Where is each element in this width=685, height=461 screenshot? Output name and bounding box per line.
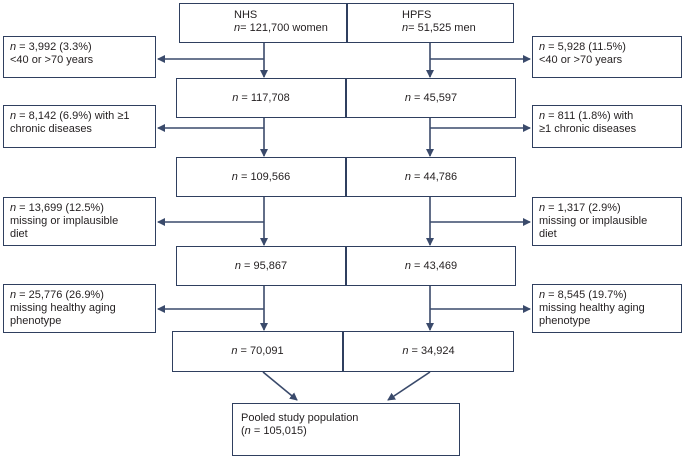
- hpfs-exclusion-box-4: n = 8,545 (19.7%) missing healthy aging …: [532, 284, 682, 333]
- hpfs-remaining-box-1: n = 45,597: [346, 78, 516, 118]
- nhs-exclusion-1-line2: <40 or >70 years: [10, 54, 94, 66]
- hpfs-remaining-2: = 44,786: [410, 170, 458, 183]
- nhs-exclusion-2-line1: = 8,142 (6.9%) with ≥1: [16, 110, 130, 122]
- nhs-exclusion-2-line2: chronic diseases: [10, 123, 92, 135]
- hpfs-exclusion-3-line2: missing or implausible: [539, 215, 648, 227]
- nhs-remaining-box-1: n = 117,708: [176, 78, 346, 118]
- nhs-exclusion-box-2: n = 8,142 (6.9%) with ≥1 chronic disease…: [3, 105, 156, 148]
- pooled-title: Pooled study population: [241, 412, 359, 424]
- nhs-exclusion-3-line1: = 13,699 (12.5%): [16, 202, 104, 214]
- nhs-exclusion-3-line3: diet: [10, 228, 28, 240]
- pooled-population-box: Pooled study population (n = 105,015): [232, 403, 460, 456]
- hpfs-remaining-1: = 45,597: [410, 91, 458, 104]
- hpfs-exclusion-1-line2: <40 or >70 years: [539, 54, 623, 66]
- nhs-remaining-box-2: n = 109,566: [176, 157, 346, 197]
- nhs-exclusion-3-line2: missing or implausible: [10, 215, 119, 227]
- n-symbol: n: [539, 289, 546, 301]
- nhs-exclusion-box-4: n = 25,776 (26.9%) missing healthy aging…: [3, 284, 156, 333]
- hpfs-exclusion-2-line2: ≥1 chronic diseases: [539, 123, 637, 135]
- hpfs-remaining-box-4: n = 34,924: [343, 331, 514, 372]
- n-symbol: n: [402, 345, 409, 357]
- n-symbol: n: [10, 41, 17, 53]
- n-symbol: n: [539, 41, 546, 53]
- hpfs-exclusion-4-line1: = 8,545 (19.7%): [545, 289, 627, 301]
- hpfs-exclusion-box-2: n = 811 (1.8%) with ≥1 chronic diseases: [532, 105, 682, 148]
- nhs-exclusion-4-line3: phenotype: [10, 315, 62, 327]
- n-symbol: n: [10, 289, 17, 301]
- n-symbol: n: [234, 22, 241, 34]
- n-symbol: n: [232, 91, 239, 104]
- hpfs-to-pooled-arrow: [387, 371, 431, 401]
- nhs-cohort-count: = 121,700 women: [240, 22, 328, 34]
- hpfs-exclusion-box-3: n = 1,317 (2.9%) missing or implausible …: [532, 197, 682, 246]
- nhs-to-pooled-arrow: [262, 371, 298, 401]
- hpfs-exclusion-3-line1: = 1,317 (2.9%): [545, 202, 621, 214]
- n-symbol: n: [539, 110, 546, 122]
- hpfs-remaining-3: = 43,469: [410, 259, 458, 272]
- nhs-remaining-3: = 95,867: [240, 259, 288, 272]
- hpfs-remaining-4: = 34,924: [408, 345, 455, 357]
- hpfs-exclusion-1-line1: = 5,928 (11.5%): [545, 41, 626, 53]
- hpfs-exclusion-4-line2: missing healthy aging: [539, 302, 645, 314]
- n-symbol: n: [402, 22, 409, 34]
- hpfs-exclusion-box-1: n = 5,928 (11.5%) <40 or >70 years: [532, 36, 682, 78]
- nhs-exclusion-4-line2: missing healthy aging: [10, 302, 116, 314]
- n-symbol: n: [404, 259, 411, 272]
- n-symbol: n: [244, 425, 251, 437]
- hpfs-exclusion-3-line3: diet: [539, 228, 557, 240]
- n-symbol: n: [404, 91, 411, 104]
- nhs-remaining-1: = 117,708: [238, 91, 290, 104]
- nhs-remaining-2: = 109,566: [237, 170, 291, 183]
- nhs-cohort-name: NHS: [234, 9, 258, 21]
- nhs-exclusion-1-line1: = 3,992 (3.3%): [16, 41, 92, 53]
- hpfs-cohort-name: HPFS: [402, 9, 432, 21]
- hpfs-cohort-box: HPFS n= 51,525 men: [347, 3, 514, 43]
- nhs-remaining-4: = 70,091: [237, 345, 284, 357]
- pooled-count-prefix: (: [241, 425, 245, 437]
- n-symbol: n: [10, 202, 17, 214]
- nhs-remaining-box-4: n = 70,091: [172, 331, 343, 372]
- n-symbol: n: [404, 170, 411, 183]
- n-symbol: n: [231, 345, 238, 357]
- hpfs-cohort-count: = 51,525 men: [408, 22, 476, 34]
- n-symbol: n: [234, 259, 241, 272]
- nhs-remaining-box-3: n = 95,867: [176, 246, 346, 286]
- nhs-exclusion-box-1: n = 3,992 (3.3%) <40 or >70 years: [3, 36, 156, 78]
- n-symbol: n: [539, 202, 546, 214]
- hpfs-remaining-box-2: n = 44,786: [346, 157, 516, 197]
- hpfs-remaining-box-3: n = 43,469: [346, 246, 516, 286]
- hpfs-exclusion-2-line1: = 811 (1.8%) with: [545, 110, 634, 122]
- n-symbol: n: [231, 170, 238, 183]
- nhs-cohort-box: NHS n= 121,700 women: [179, 3, 347, 43]
- nhs-exclusion-box-3: n = 13,699 (12.5%) missing or implausibl…: [3, 197, 156, 246]
- hpfs-exclusion-4-line3: phenotype: [539, 315, 591, 327]
- n-symbol: n: [10, 110, 17, 122]
- nhs-exclusion-4-line1: = 25,776 (26.9%): [16, 289, 104, 301]
- pooled-count: = 105,015): [250, 425, 307, 437]
